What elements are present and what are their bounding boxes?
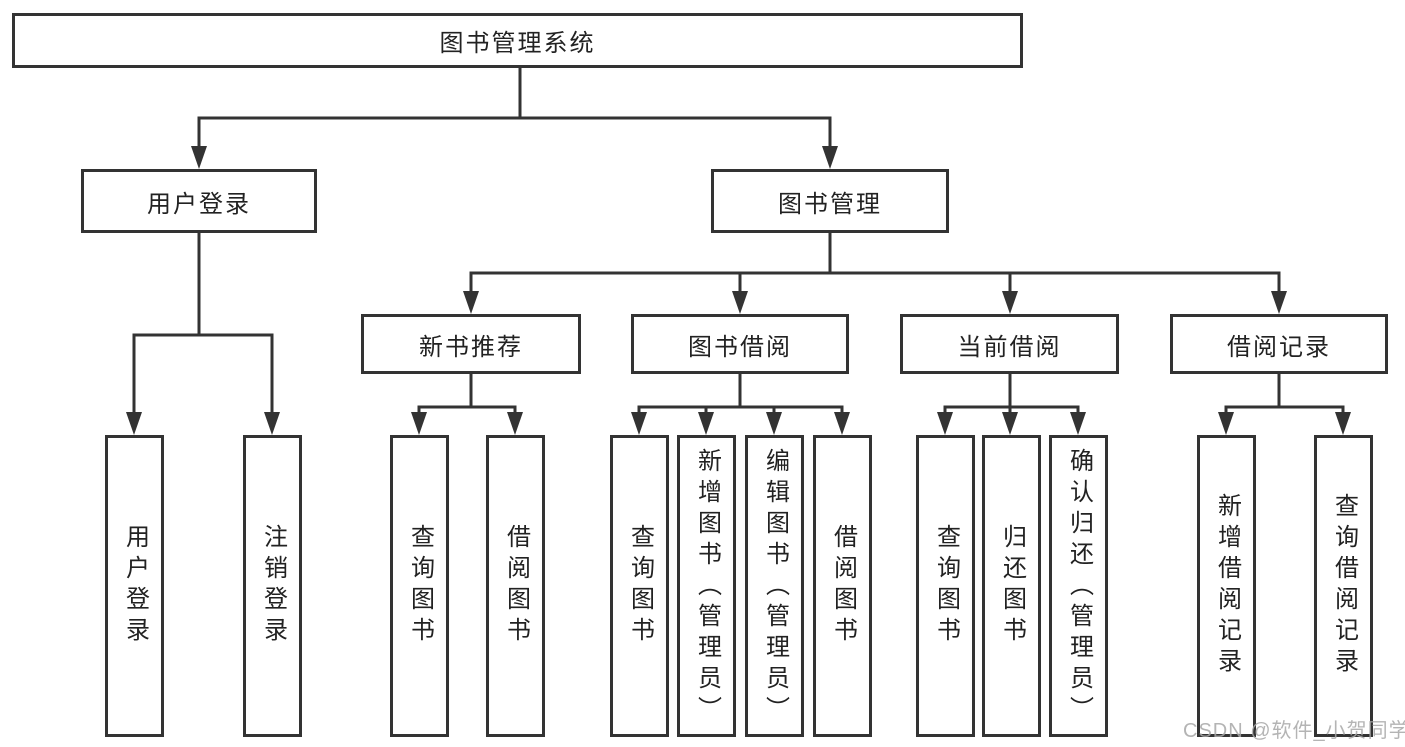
connector-login-bracket <box>132 333 274 416</box>
connector-mgmt-bracket <box>469 271 1281 295</box>
node-book-management: 图书管理 <box>711 169 949 233</box>
arrowhead <box>766 412 782 435</box>
node-user-login: 用户登录 <box>81 169 317 233</box>
leaf-add-books-admin: 新增图书（管理员） <box>677 435 736 737</box>
arrowhead <box>822 146 838 169</box>
arrowhead <box>631 412 647 435</box>
connector-root-bracket <box>197 116 832 150</box>
leaf-add-borrow-record: 新增借阅记录 <box>1197 435 1256 737</box>
arrowhead <box>264 412 280 435</box>
arrowhead <box>463 291 479 314</box>
node-borrow-records: 借阅记录 <box>1170 314 1388 374</box>
arrowhead <box>698 412 714 435</box>
leaf-query-books: 查询图书 <box>916 435 975 737</box>
leaf-edit-books-admin: 编辑图书（管理员） <box>745 435 804 737</box>
leaf-user-login: 用户登录 <box>105 435 164 737</box>
leaf-query-books: 查询图书 <box>390 435 449 737</box>
arrowhead <box>191 146 207 169</box>
arrowhead <box>126 412 142 435</box>
arrowhead <box>1271 291 1287 314</box>
connector-records-bracket <box>1224 405 1345 416</box>
arrowhead <box>937 412 953 435</box>
node-new-book-recommend: 新书推荐 <box>361 314 581 374</box>
leaf-query-books: 查询图书 <box>610 435 669 737</box>
arrowhead <box>1002 291 1018 314</box>
connector-borrow-bracket <box>637 405 844 416</box>
node-current-borrow: 当前借阅 <box>900 314 1119 374</box>
arrowhead <box>834 412 850 435</box>
node-book-borrow: 图书借阅 <box>631 314 849 374</box>
leaf-borrow-books: 借阅图书 <box>813 435 872 737</box>
leaf-return-books: 归还图书 <box>982 435 1041 737</box>
arrowhead <box>1002 412 1018 435</box>
arrowhead <box>1335 412 1351 435</box>
connector-current-bracket <box>943 405 1080 416</box>
node-root-system: 图书管理系统 <box>12 13 1023 68</box>
connector-newbooks-bracket <box>417 405 517 416</box>
arrowhead <box>1218 412 1234 435</box>
arrowhead <box>1070 412 1086 435</box>
arrowhead <box>732 291 748 314</box>
leaf-query-borrow-record: 查询借阅记录 <box>1314 435 1373 737</box>
leaf-logout: 注销登录 <box>243 435 302 737</box>
arrowhead <box>507 412 523 435</box>
arrowhead <box>411 412 427 435</box>
leaf-borrow-books: 借阅图书 <box>486 435 545 737</box>
leaf-confirm-return-admin: 确认归还（管理员） <box>1049 435 1108 737</box>
